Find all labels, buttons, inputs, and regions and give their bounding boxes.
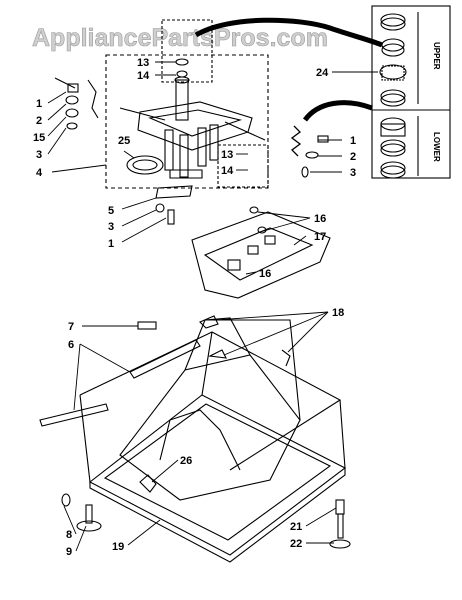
gearcase-assembly-dashed-box bbox=[105, 54, 269, 189]
callout-8: 8 bbox=[66, 529, 72, 541]
pulley-belt-25 bbox=[126, 155, 164, 175]
callout-15: 15 bbox=[33, 132, 45, 144]
callout-26: 26 bbox=[180, 455, 192, 467]
lower-kit-label: LOWER bbox=[432, 132, 441, 162]
upper-bearing-kit bbox=[379, 13, 407, 107]
callout-1-right: 1 bbox=[350, 135, 356, 147]
left-fasteners bbox=[54, 77, 99, 130]
callout-22: 22 bbox=[290, 538, 302, 550]
drain-hose-middle bbox=[302, 100, 373, 122]
leveling-foot-left bbox=[61, 493, 102, 532]
lower-fasteners bbox=[155, 185, 193, 225]
callout-3-left: 3 bbox=[36, 149, 42, 161]
clip-18-c bbox=[281, 349, 291, 367]
callout-19: 19 bbox=[112, 541, 124, 553]
callout-1-left: 1 bbox=[36, 98, 42, 110]
callout-16-lower: 16 bbox=[259, 268, 271, 280]
bracket-plate-17 bbox=[191, 206, 331, 299]
callout-3-right: 3 bbox=[350, 167, 356, 179]
lower-bearing-kit bbox=[380, 117, 406, 179]
callout-7: 7 bbox=[68, 321, 74, 333]
clip-7 bbox=[137, 321, 157, 330]
rail-6-lower bbox=[39, 403, 109, 427]
base-frame-19 bbox=[79, 317, 347, 563]
watermark-text: AppliancePartsPros.com bbox=[32, 24, 328, 52]
clip-26 bbox=[139, 474, 157, 493]
right-fasteners bbox=[301, 135, 329, 178]
callout-5: 5 bbox=[108, 205, 114, 217]
callout-3-lower: 3 bbox=[108, 221, 114, 233]
callout-14-top: 14 bbox=[137, 70, 150, 82]
drain-hose-top bbox=[194, 17, 383, 48]
callout-18: 18 bbox=[332, 307, 344, 319]
hose-clamp-spring bbox=[290, 125, 302, 157]
leveling-foot-right bbox=[329, 499, 351, 549]
callout-9: 9 bbox=[66, 546, 72, 558]
bearing-kit-box-right bbox=[217, 144, 269, 188]
callout-4: 4 bbox=[36, 167, 43, 179]
callout-2-right: 2 bbox=[350, 151, 356, 163]
callout-13-top: 13 bbox=[137, 57, 149, 69]
callout-24: 24 bbox=[316, 67, 329, 79]
callout-14-right: 14 bbox=[221, 165, 234, 177]
callout-25: 25 bbox=[118, 135, 130, 147]
callout-6: 6 bbox=[68, 339, 74, 351]
callout-17: 17 bbox=[314, 231, 326, 243]
upper-kit-label: UPPER bbox=[432, 42, 441, 70]
bearing-kit-panel bbox=[371, 5, 451, 179]
callout-21: 21 bbox=[290, 521, 302, 533]
callout-2-left: 2 bbox=[36, 115, 42, 127]
callout-16-top: 16 bbox=[314, 213, 326, 225]
clip-18-a bbox=[199, 315, 219, 329]
callout-1-lower: 1 bbox=[108, 238, 114, 250]
clip-18-b bbox=[208, 349, 227, 359]
callout-13-right: 13 bbox=[221, 149, 233, 161]
gearcase-assembly bbox=[119, 58, 266, 179]
